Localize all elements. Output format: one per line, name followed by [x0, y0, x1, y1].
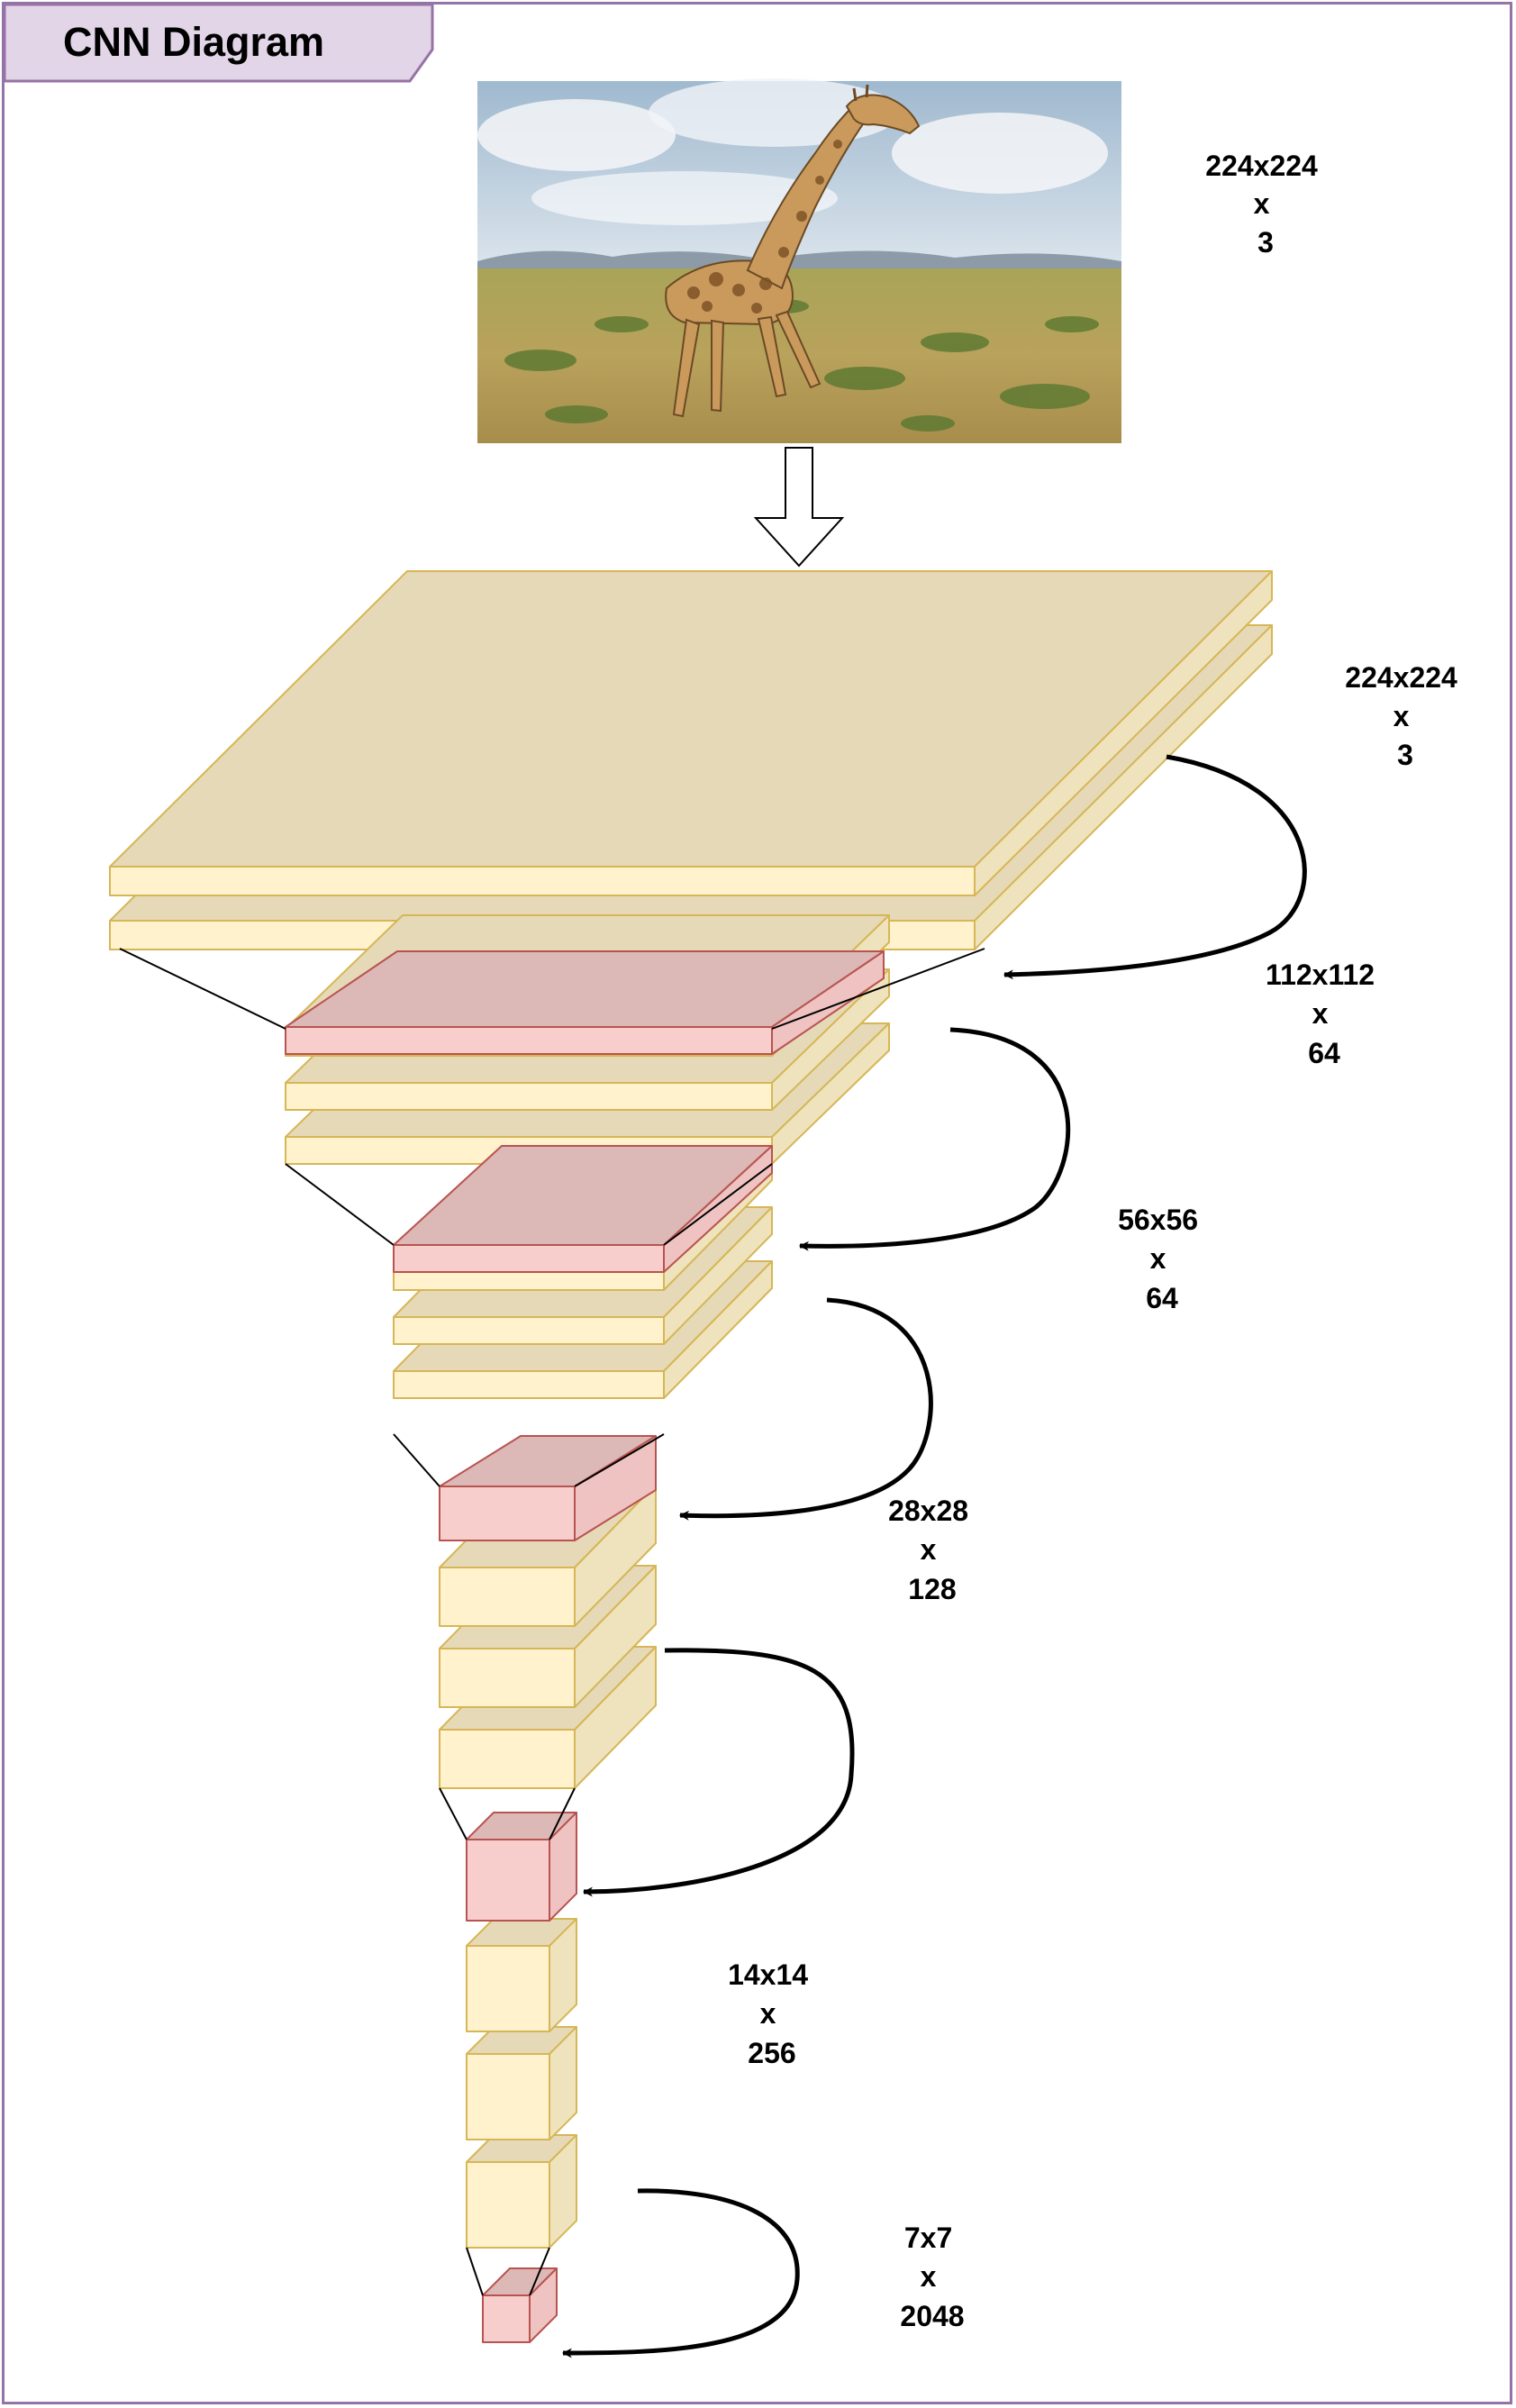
stage4-block-3-front — [466, 2161, 550, 2249]
proj-line-4a — [439, 1787, 468, 1840]
layer-blocks — [109, 570, 1273, 2343]
stage-arrow-5 — [561, 2188, 800, 2358]
stage2-pool-front — [393, 1244, 665, 1273]
stage-label-5: 7x7 x 2048 — [900, 2222, 964, 2332]
title-tab: CNN Diagram — [3, 3, 434, 83]
stage4-block-3 — [466, 2134, 577, 2249]
stage2-pool — [393, 1145, 773, 1273]
projection-lines — [119, 948, 985, 2296]
stage-arrow-4 — [582, 1648, 855, 1897]
stage5-output-front — [482, 2294, 531, 2343]
proj-line-2b — [663, 1163, 773, 1246]
stage1-pool-front — [285, 1026, 773, 1055]
stage-arrow-2 — [798, 1027, 1071, 1251]
stage-label-3: 28x28 x 128 — [888, 1495, 976, 1605]
stage4-block-2-front — [466, 2053, 550, 2140]
input-dims-label: 224x224 x 3 — [1205, 150, 1325, 259]
proj-line-1a — [119, 948, 286, 1030]
stage4-pool-front — [466, 1839, 550, 1922]
stage-arrow-3 — [678, 1297, 933, 1521]
stage-label-0: 224x224 x 3 — [1345, 661, 1465, 771]
stage-label-2: 56x56 x 64 — [1118, 1204, 1206, 1314]
stage2-block-2-front — [393, 1316, 665, 1345]
input-slab-1-front — [109, 866, 976, 896]
proj-line-5a — [466, 2247, 484, 2296]
down-arrow-icon — [753, 447, 845, 568]
proj-line-3a — [393, 1433, 440, 1487]
stage3-block-3-front — [439, 1729, 576, 1789]
title: CNN Diagram — [63, 19, 324, 65]
stage3-pool-front — [439, 1486, 576, 1541]
stage1-block-2-front — [285, 1082, 773, 1111]
stage5-output — [482, 2267, 558, 2343]
proj-line-1b — [771, 948, 985, 1030]
proj-line-4b — [549, 1787, 576, 1840]
stage-arrow-1 — [1003, 754, 1307, 980]
stage4-block-1 — [466, 1918, 577, 2032]
proj-line-2a — [285, 1163, 395, 1246]
stage4-block-2 — [466, 2026, 577, 2140]
input-image — [477, 78, 1121, 443]
stage3-pool — [439, 1435, 657, 1541]
stage2-block-3-front — [393, 1370, 665, 1399]
stage3-block-1-front — [439, 1567, 576, 1627]
stage4-block-1-front — [466, 1945, 550, 2032]
proj-line-5b — [529, 2247, 550, 2296]
input-slab-1 — [109, 570, 1273, 896]
stage4-pool — [466, 1812, 577, 1922]
stage1-pool — [285, 950, 885, 1055]
stage-label-4: 14x14 x 256 — [728, 1958, 816, 2069]
stage-label-1: 112x112 x 64 — [1266, 959, 1383, 1069]
stage3-block-2-front — [439, 1648, 576, 1708]
proj-line-3b — [574, 1433, 665, 1487]
stage-arrows — [561, 754, 1307, 2358]
